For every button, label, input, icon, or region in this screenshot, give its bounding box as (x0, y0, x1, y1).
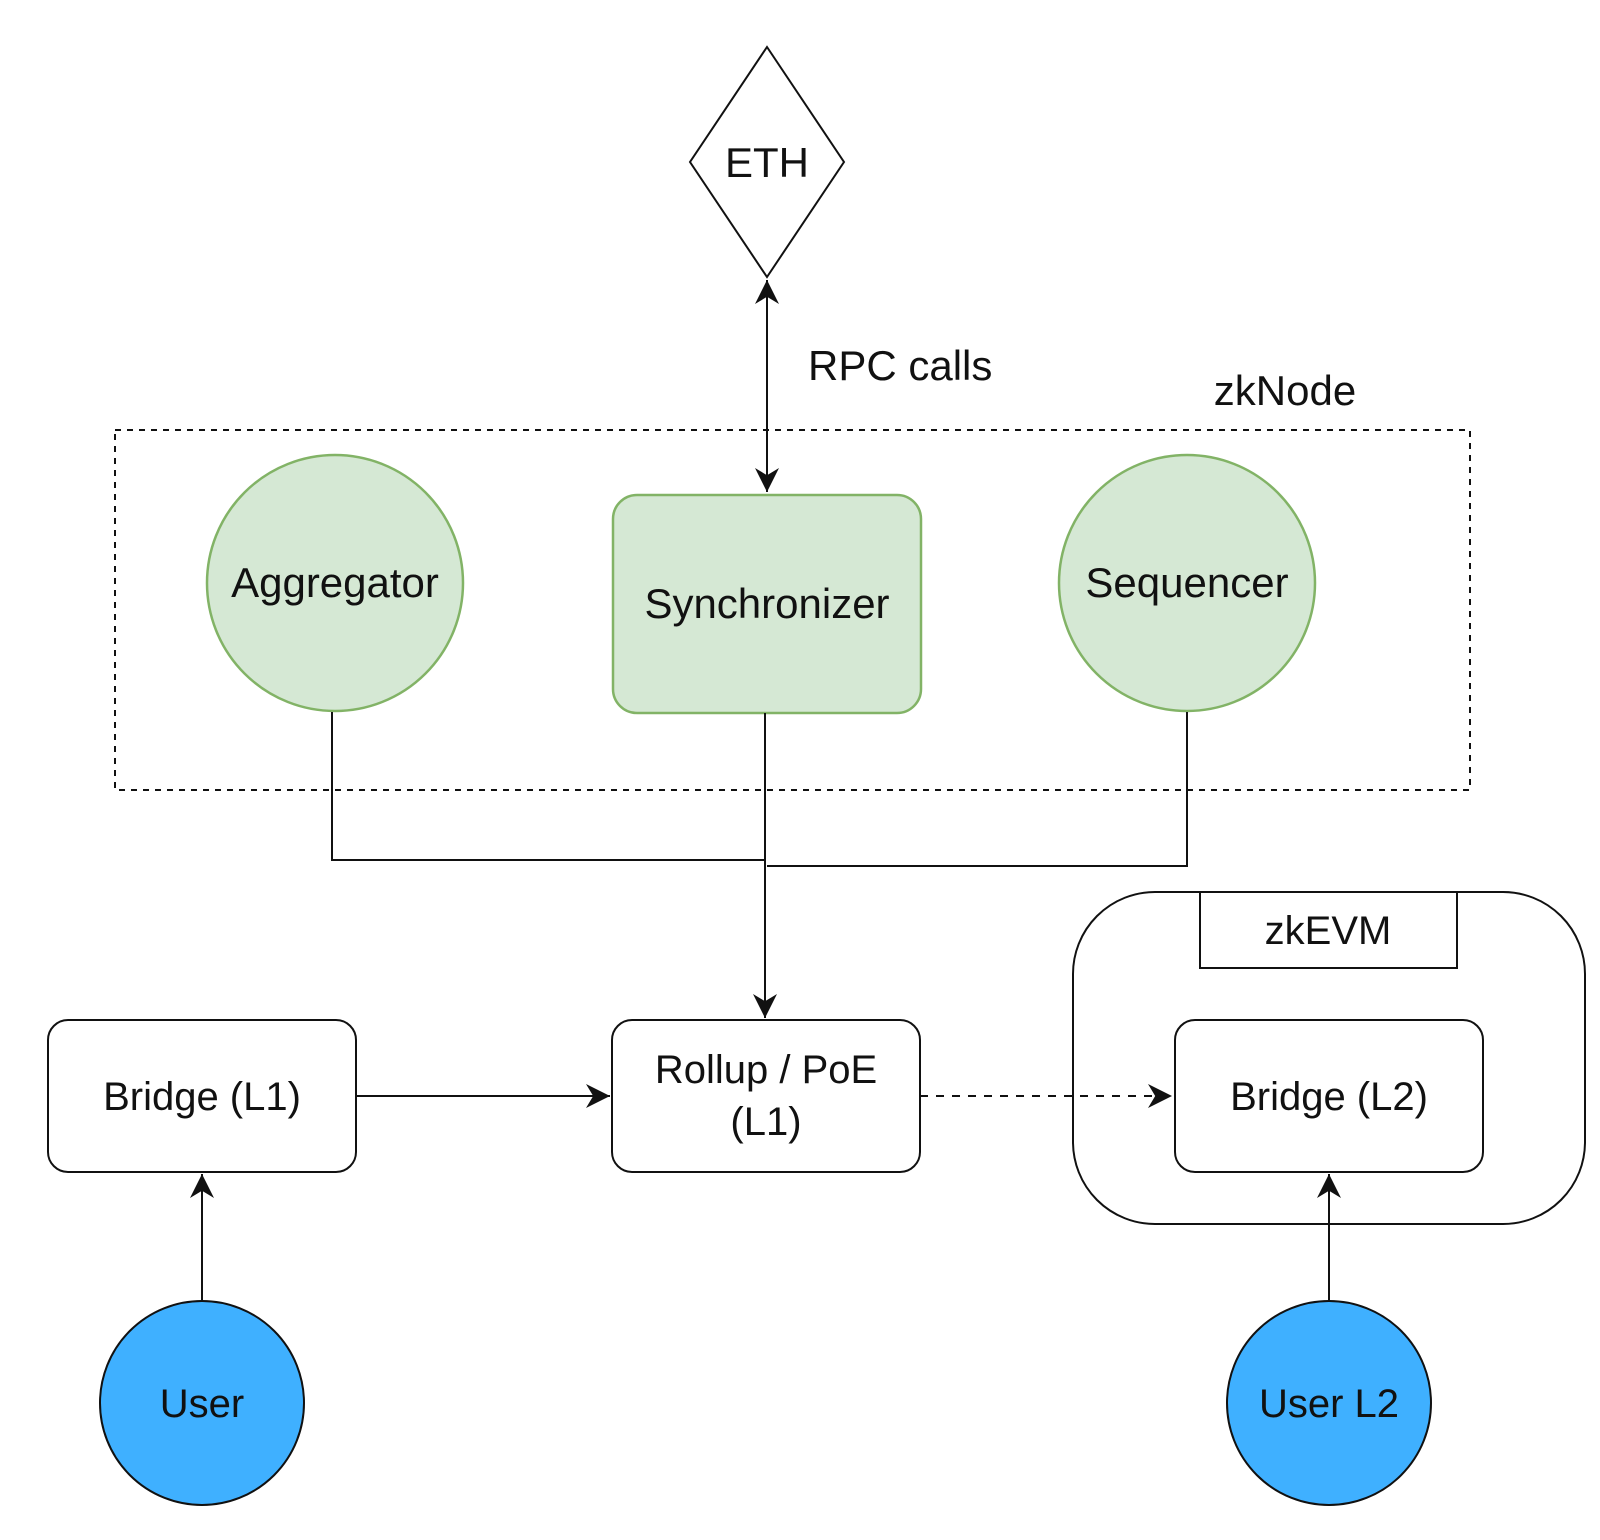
bridge-l1-node-label: Bridge (L1) (103, 1075, 301, 1119)
rollup-node-shape (611, 1019, 921, 1173)
aggregator-node-label: Aggregator (231, 559, 439, 606)
rpc-calls-label: RPC calls (808, 342, 992, 389)
aggregator-node-shape (205, 453, 465, 713)
sequencer-node-shape (1057, 453, 1317, 713)
zknode-group-boundary (114, 429, 1471, 791)
bridge-l2-node-label: Bridge (L2) (1230, 1075, 1428, 1119)
eth-node-label: ETH (725, 139, 809, 186)
user-l2-node-shape (1226, 1300, 1432, 1506)
synchronizer-node-label: Synchronizer (644, 580, 889, 627)
user-node-label: User (160, 1382, 244, 1426)
rollup-node-label-line1: Rollup / PoE (655, 1048, 877, 1092)
zknode-group-label: zkNode (1214, 367, 1356, 414)
zkevm-title-label: zkEVM (1265, 909, 1392, 953)
zkevm-title-box (1199, 891, 1458, 969)
sequencer-rollup-connector (767, 712, 1188, 867)
aggregator-rollup-connector (331, 712, 765, 861)
user-l2-node-label: User L2 (1259, 1382, 1399, 1426)
bridge-l2-node-shape (1174, 1019, 1484, 1173)
eth-node-shape (688, 45, 846, 279)
synchronizer-node-shape (611, 493, 923, 715)
rollup-node-label-line2: (L1) (730, 1100, 801, 1144)
sequencer-node-label: Sequencer (1085, 559, 1288, 606)
user-node-shape (99, 1300, 305, 1506)
